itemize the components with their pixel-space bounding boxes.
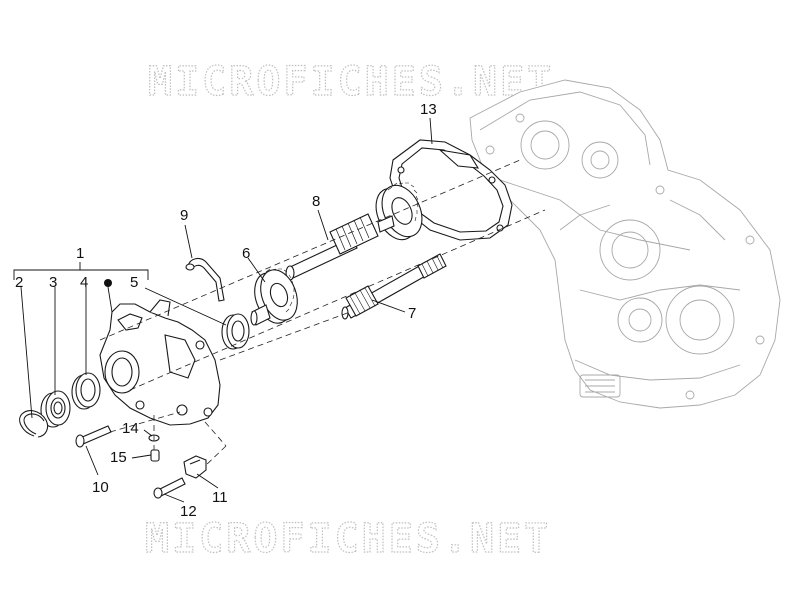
circlip: [19, 410, 49, 438]
callout-3: 3: [49, 274, 57, 291]
callout-4: 4: [80, 274, 88, 291]
callout-15: 15: [110, 449, 127, 466]
callout-10: 10: [92, 479, 109, 496]
callout-14: 14: [122, 420, 139, 437]
callout-9: 9: [180, 207, 188, 224]
callout-13: 13: [420, 101, 437, 118]
callout-6: 6: [242, 245, 250, 262]
oil-seal: [71, 372, 101, 410]
callout-8: 8: [312, 193, 320, 210]
primary-shaft: [341, 253, 447, 320]
callout-1: 1: [76, 245, 84, 262]
drain-plug: [150, 449, 160, 462]
transmission-cover: [99, 299, 221, 426]
clamp-screw: [153, 477, 186, 499]
bearing: [221, 313, 250, 350]
callout-5: 5: [130, 274, 138, 291]
leader-lines: [13, 117, 433, 503]
watermark-top: MICROFICHES.NET: [148, 59, 554, 105]
breather-pipe: [185, 257, 225, 302]
callout-7: 7: [408, 305, 416, 322]
pipe-clamp: [183, 455, 207, 479]
watermark-bottom: MICROFICHES.NET: [145, 516, 551, 562]
callout-12: 12: [180, 503, 197, 520]
callouts: 1 2 3 4 5 6 7 8 9 10 11 12 13 14 15: [15, 101, 437, 520]
flange-screw: [75, 425, 112, 448]
engine-crankcase: [469, 79, 781, 409]
assembly-lines: [99, 159, 546, 467]
cover-bearing: [40, 390, 71, 428]
callout-2: 2: [15, 274, 23, 291]
countershaft-gear: [285, 182, 423, 281]
intermediate-gear: [250, 268, 298, 326]
callout-11: 11: [212, 489, 228, 506]
